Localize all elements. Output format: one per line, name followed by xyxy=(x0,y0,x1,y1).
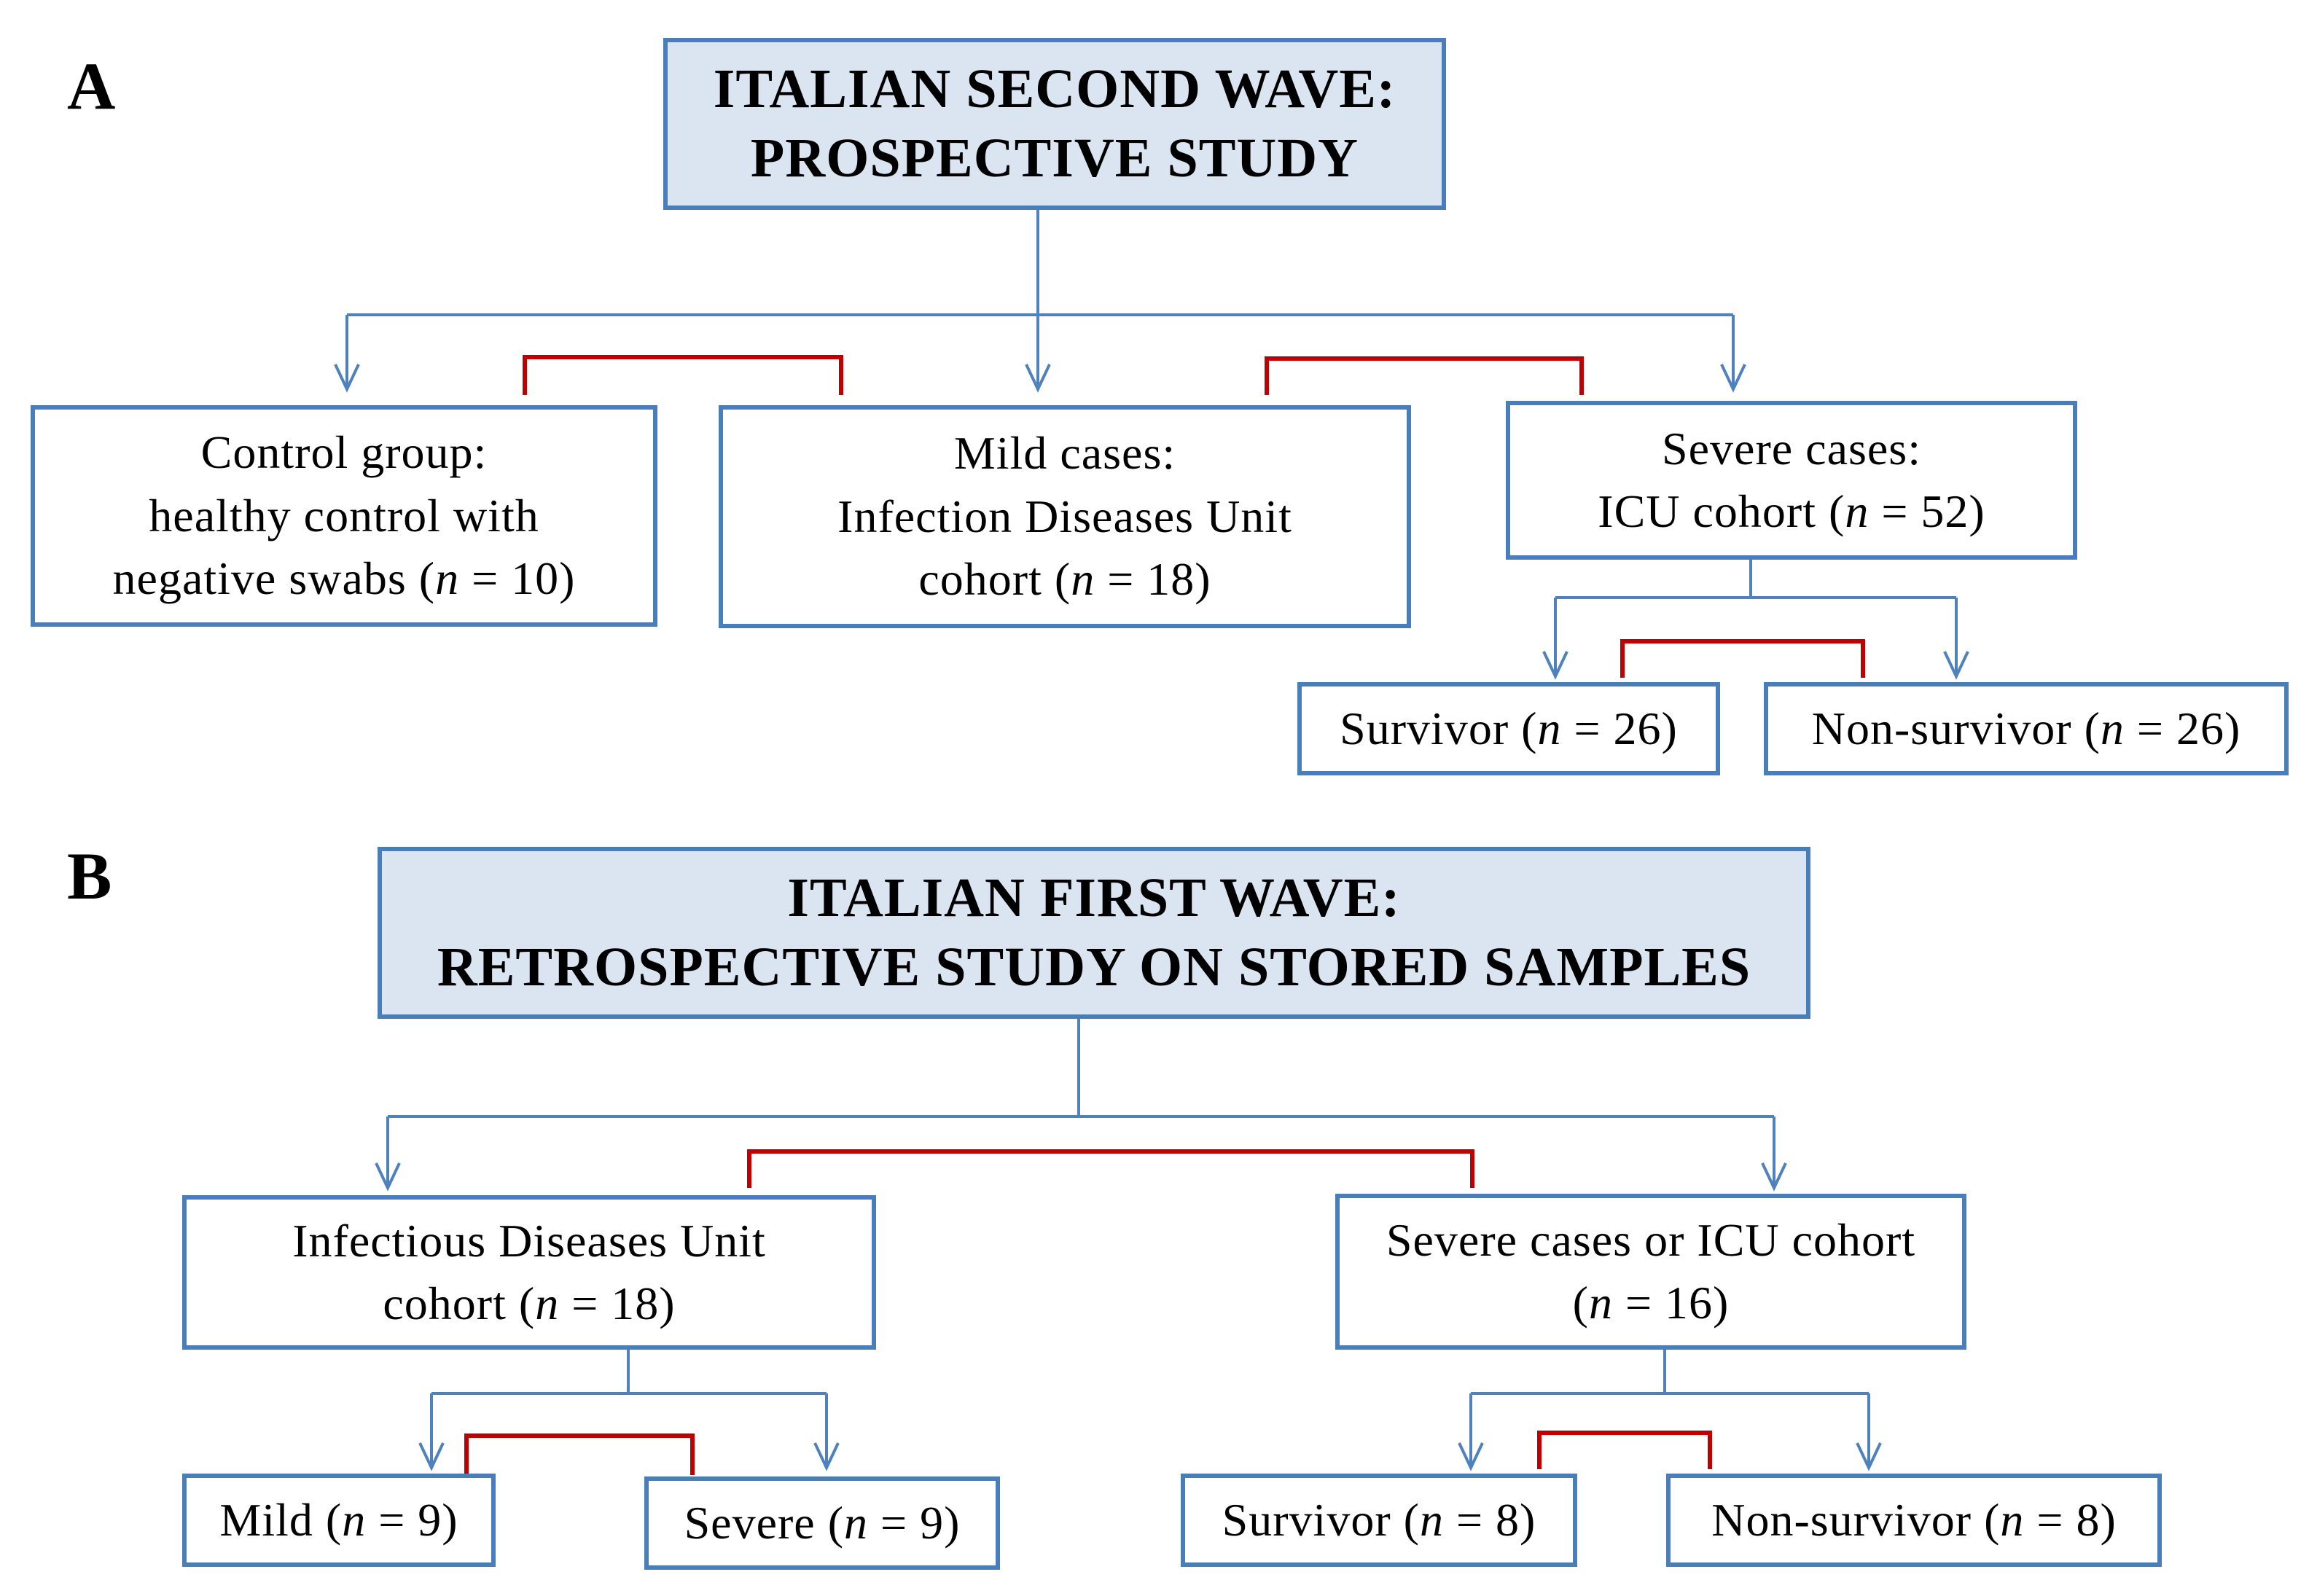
mild-n-value: = 18) xyxy=(1095,553,1211,606)
mild-b-n-value: = 9) xyxy=(366,1493,458,1546)
non-survivor-a-n-symbol: n xyxy=(2100,702,2125,754)
survivor-box-b: Survivor (n = 8) xyxy=(1181,1474,1577,1567)
severe-cases-box: Severe cases: ICU cohort (n = 52) xyxy=(1506,401,2077,560)
severe-icu-n-value: = 16) xyxy=(1612,1277,1730,1329)
panel-label-b: B xyxy=(67,839,112,913)
severe-b-prefix: Severe ( xyxy=(684,1496,845,1549)
control-group-line1: Control group: xyxy=(200,426,488,479)
non-survivor-box-b: Non-survivor (n = 8) xyxy=(1666,1474,2162,1567)
non-survivor-b-n-symbol: n xyxy=(2000,1493,2025,1546)
survivor-a-n-symbol: n xyxy=(1537,702,1562,754)
control-group-line2: healthy control with xyxy=(149,489,539,541)
a-comparison-bracket-1 xyxy=(523,355,843,395)
idu-n-symbol: n xyxy=(535,1278,560,1329)
first-wave-title-line2: RETROSPECTIVE STUDY ON STORED SAMPLES xyxy=(437,936,1751,998)
mild-b-n-symbol: n xyxy=(342,1493,367,1546)
a-top-connector-arrowhead-2 xyxy=(1025,364,1051,393)
non-survivor-box-a: Non-survivor (n = 26) xyxy=(1764,682,2289,775)
mild-cases-box: Mild cases: Infection Diseases Unit coho… xyxy=(719,405,1411,628)
infectious-diseases-unit-box: Infectious Diseases Unit cohort (n = 18) xyxy=(182,1195,876,1350)
survivor-b-prefix: Survivor ( xyxy=(1222,1493,1420,1546)
mild-n-prefix: cohort ( xyxy=(918,553,1071,606)
b-severe-connector-arrowhead-1 xyxy=(1458,1442,1484,1471)
panel-label-a: A xyxy=(67,49,116,123)
control-group-line3: negative swabs (n = 10) xyxy=(113,547,576,610)
mild-cases-line1: Mild cases: xyxy=(953,427,1176,480)
non-survivor-a-n-value: = 26) xyxy=(2124,702,2241,754)
control-group-box: Control group: healthy control with nega… xyxy=(31,405,657,627)
control-n-value: = 10) xyxy=(459,552,576,605)
severe-n-symbol: n xyxy=(1845,485,1870,537)
b-top-connector-arrowhead-1 xyxy=(375,1162,401,1192)
severe-or-icu-box: Severe cases or ICU cohort (n = 16) xyxy=(1335,1194,1966,1350)
a-comparison-bracket-2 xyxy=(1265,356,1584,395)
severe-b-n-value: = 9) xyxy=(868,1496,961,1549)
first-wave-title-box: ITALIAN FIRST WAVE: RETROSPECTIVE STUDY … xyxy=(378,847,1810,1019)
b-idu-connector-arrowhead-2 xyxy=(813,1442,840,1471)
severe-cases-line2: ICU cohort (n = 52) xyxy=(1598,480,1985,543)
idu-line2: cohort (n = 18) xyxy=(383,1272,675,1335)
survivor-b-n-value: = 8) xyxy=(1443,1493,1536,1546)
idu-line1: Infectious Diseases Unit xyxy=(292,1214,766,1267)
second-wave-title-line1: ITALIAN SECOND WAVE: xyxy=(713,58,1396,120)
severe-n-value: = 52) xyxy=(1869,485,1985,537)
idu-n-value: = 18) xyxy=(559,1278,676,1329)
severe-b-n-symbol: n xyxy=(844,1496,869,1549)
severe-n-prefix: ICU cohort ( xyxy=(1598,485,1845,537)
a-severe-connector-arrowhead-2 xyxy=(1943,651,1969,680)
severe-icu-n-prefix: ( xyxy=(1572,1277,1589,1329)
second-wave-title-box: ITALIAN SECOND WAVE: PROSPECTIVE STUDY xyxy=(663,38,1446,210)
survivor-b-n-symbol: n xyxy=(1419,1493,1444,1546)
b-top-connector-arrowhead-2 xyxy=(1761,1162,1787,1192)
mild-cases-line2: Infection Diseases Unit xyxy=(837,490,1292,542)
idu-n-prefix: cohort ( xyxy=(383,1278,536,1329)
survivor-a-n-value: = 26) xyxy=(1561,702,1678,754)
non-survivor-b-n-value: = 8) xyxy=(2024,1493,2117,1546)
non-survivor-b-prefix: Non-survivor ( xyxy=(1711,1493,2001,1546)
mild-cases-line3: cohort (n = 18) xyxy=(918,548,1211,611)
mild-n-symbol: n xyxy=(1071,553,1095,606)
severe-cases-line1: Severe cases: xyxy=(1662,422,1921,474)
b-comparison-bracket-2 xyxy=(464,1433,695,1475)
severe-icu-line1: Severe cases or ICU cohort xyxy=(1386,1213,1916,1266)
control-n-symbol: n xyxy=(435,552,460,605)
severe-box-b: Severe (n = 9) xyxy=(644,1476,1000,1570)
control-n-prefix: negative swabs ( xyxy=(112,552,436,605)
severe-icu-n-symbol: n xyxy=(1588,1277,1613,1329)
a-top-connector-arrowhead-1 xyxy=(334,364,360,393)
severe-icu-line2: (n = 16) xyxy=(1573,1272,1730,1334)
mild-box-b: Mild (n = 9) xyxy=(182,1474,496,1567)
b-comparison-bracket-3 xyxy=(1537,1431,1712,1469)
b-comparison-bracket-1 xyxy=(747,1149,1474,1188)
non-survivor-a-prefix: Non-survivor ( xyxy=(1811,702,2101,754)
b-idu-connector-arrowhead-1 xyxy=(418,1442,445,1471)
second-wave-title-line2: PROSPECTIVE STUDY xyxy=(750,128,1359,189)
first-wave-title-line1: ITALIAN FIRST WAVE: xyxy=(787,867,1401,928)
a-comparison-bracket-3 xyxy=(1620,639,1865,678)
survivor-box-a: Survivor (n = 26) xyxy=(1297,682,1720,775)
b-severe-connector-arrowhead-2 xyxy=(1856,1442,1882,1471)
a-top-connector-arrowhead-3 xyxy=(1720,364,1746,393)
survivor-a-prefix: Survivor ( xyxy=(1340,702,1538,754)
a-severe-connector-arrowhead-1 xyxy=(1542,651,1568,680)
mild-b-prefix: Mild ( xyxy=(219,1493,343,1546)
